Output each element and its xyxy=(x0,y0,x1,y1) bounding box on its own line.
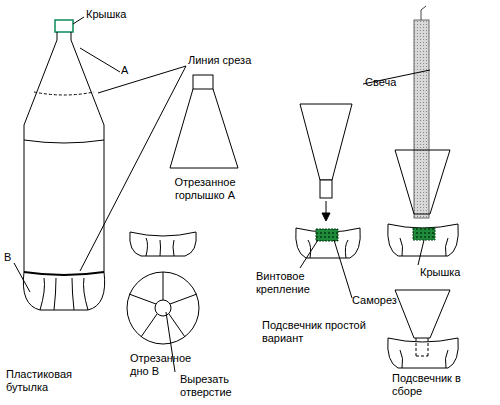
part-label: Саморез xyxy=(352,294,412,307)
caption-label: Отрезанное горлышко А xyxy=(160,176,250,202)
part-label: Винтовое крепление xyxy=(256,270,336,296)
part-label: Крышка xyxy=(420,266,480,279)
part-label: Крышка xyxy=(86,8,146,21)
caption-label: Пластиковая бутылка xyxy=(6,368,96,394)
cut-line-label: Линия среза xyxy=(188,54,278,67)
part-letter: А xyxy=(121,64,135,77)
part-label: Свеча xyxy=(365,76,415,89)
note-label: Вырезать отверстие xyxy=(180,373,252,399)
part-letter: В xyxy=(4,251,18,264)
caption-label: Подсвечник в сборе xyxy=(392,372,492,398)
caption-label: Подсвечник простой вариант xyxy=(262,319,374,345)
